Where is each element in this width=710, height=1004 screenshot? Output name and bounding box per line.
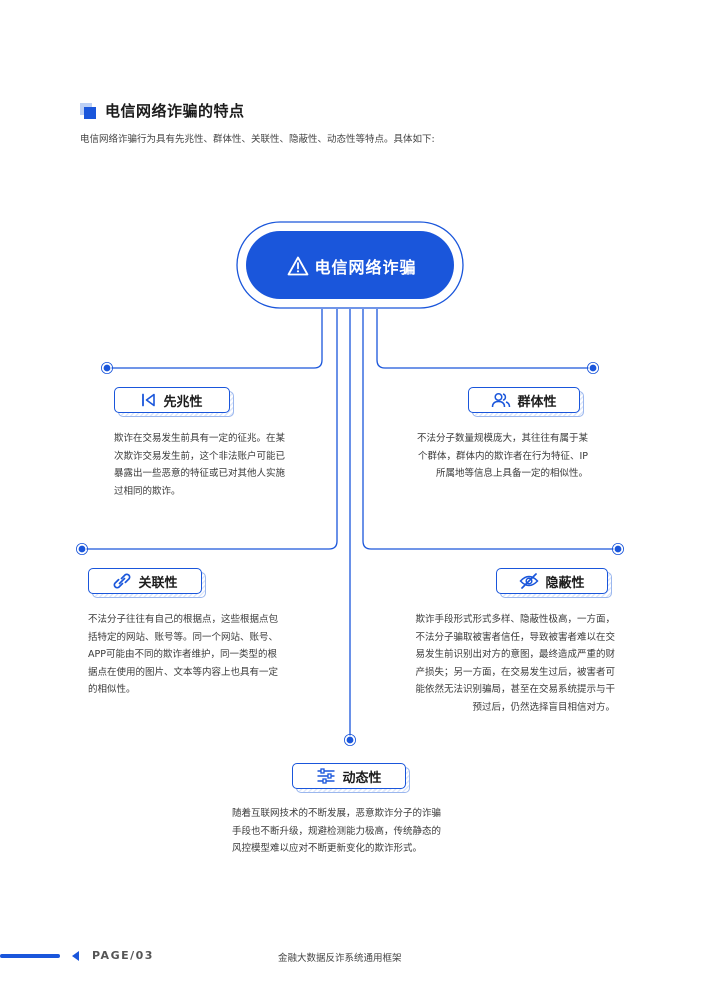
connector-dot-guanlian: [77, 544, 87, 554]
group-icon: [492, 392, 511, 408]
page-title: 电信网络诈骗的特点: [105, 102, 245, 120]
trait-badge-dongtai: 动态性: [292, 763, 410, 793]
warning-icon: [288, 256, 309, 276]
trait-desc-xianzhao: 欺诈在交易发生前具有一定的征兆。在某 次欺诈交易发生前，这个非法账户可能已 暴露…: [114, 433, 286, 497]
heading-square-icon: [80, 102, 96, 119]
link-icon: [114, 573, 131, 589]
footer-accent-bar: [0, 954, 60, 958]
page-number: PAGE/03: [92, 949, 154, 962]
trait-badge-yinbi: 隐蔽性: [496, 568, 612, 598]
trait-name-guanlian: 关联性: [138, 575, 178, 591]
trait-desc-guanlian: 不法分子往往有自己的根据点，这些根据点包 括特定的网站、账号等。同一个网站、账号…: [88, 614, 279, 695]
intro-text: 电信网络诈骗行为具有先兆性、群体性、关联性、隐蔽性、动态性等特点。具体如下:: [80, 134, 435, 145]
page-back-icon[interactable]: [72, 951, 79, 961]
skip-back-icon: [142, 393, 156, 407]
center-label: 电信网络诈骗: [314, 258, 417, 277]
trait-desc-qunti: 不法分子数量规模庞大，其往往有属于某 个群体，群体内的欺诈者在行为特征、IP 所…: [416, 433, 588, 479]
connector-dot-dongtai: [345, 735, 355, 745]
connector-dot-yinbi: [613, 544, 623, 554]
connector-guanlian: [82, 309, 338, 550]
trait-desc-dongtai: 随着互联网技术的不断发展，恶意欺诈分子的诈骗 手段也不断升级，规避检测能力极高，…: [232, 808, 442, 854]
trait-name-xianzhao: 先兆性: [163, 394, 203, 410]
connector-yinbi: [362, 309, 618, 550]
connector-xianzhao: [107, 309, 323, 369]
trait-name-yinbi: 隐蔽性: [545, 575, 585, 591]
eye-off-icon: [519, 573, 540, 589]
trait-name-qunti: 群体性: [517, 394, 557, 410]
connector-dot-xianzhao: [102, 363, 112, 373]
trait-badge-guanlian: 关联性: [88, 568, 206, 598]
trait-badge-qunti: 群体性: [468, 387, 584, 417]
document-title: 金融大数据反诈系统通用框架: [278, 953, 402, 964]
connector-dot-qunti: [588, 363, 598, 373]
center-node: 电信网络诈骗: [272, 250, 432, 282]
sliders-icon: [317, 768, 335, 784]
section-heading: 电信网络诈骗的特点: [80, 100, 245, 121]
trait-badge-xianzhao: 先兆性: [114, 387, 234, 417]
trait-name-dongtai: 动态性: [342, 770, 382, 786]
trait-desc-yinbi: 欺诈手段形式形式多样、隐蔽性极高，一方面， 不法分子骗取被害者信任，导致被害者难…: [415, 614, 615, 713]
center-pill-inner: [246, 231, 454, 299]
connector-qunti: [376, 309, 593, 369]
